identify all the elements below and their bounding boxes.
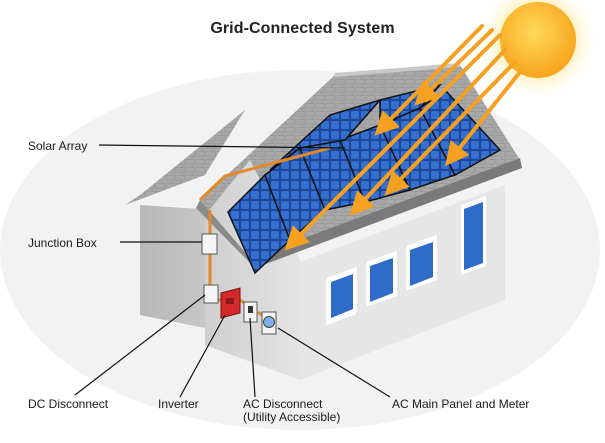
leader-inverter: [179, 314, 226, 398]
dc-disconnect-icon: [203, 284, 219, 304]
sun-rays: [284, 24, 522, 251]
label-junction-box: Junction Box: [28, 236, 97, 250]
meter-icon: [261, 311, 277, 335]
inverter-icon: [220, 287, 241, 319]
leader-lines: [74, 144, 391, 398]
sun-icon: [476, 0, 600, 102]
label-ac-main-panel: AC Main Panel and Meter: [392, 397, 530, 411]
label-solar-array: Solar Array: [28, 139, 88, 153]
leader-ac-disconnect: [249, 317, 256, 398]
label-ac-disconnect: AC Disconnect: [243, 397, 323, 411]
door: [464, 202, 483, 270]
solar-panel-icon: [227, 83, 502, 275]
label-inverter: Inverter: [158, 397, 199, 411]
leader-solar-array: [98, 144, 346, 149]
leader-ac-main-panel: [277, 327, 391, 398]
page-title: Grid-Connected System: [210, 20, 395, 37]
leader-dc-disconnect: [74, 294, 206, 396]
junction-box-icon: [201, 233, 218, 255]
front-wall: [300, 185, 505, 380]
side-wall-back: [140, 205, 215, 330]
window: [331, 274, 353, 318]
label-ac-disconnect-sub: (Utility Accessible): [243, 410, 341, 424]
window: [370, 258, 393, 302]
window: [410, 242, 433, 286]
label-dc-disconnect: DC Disconnect: [28, 397, 109, 411]
